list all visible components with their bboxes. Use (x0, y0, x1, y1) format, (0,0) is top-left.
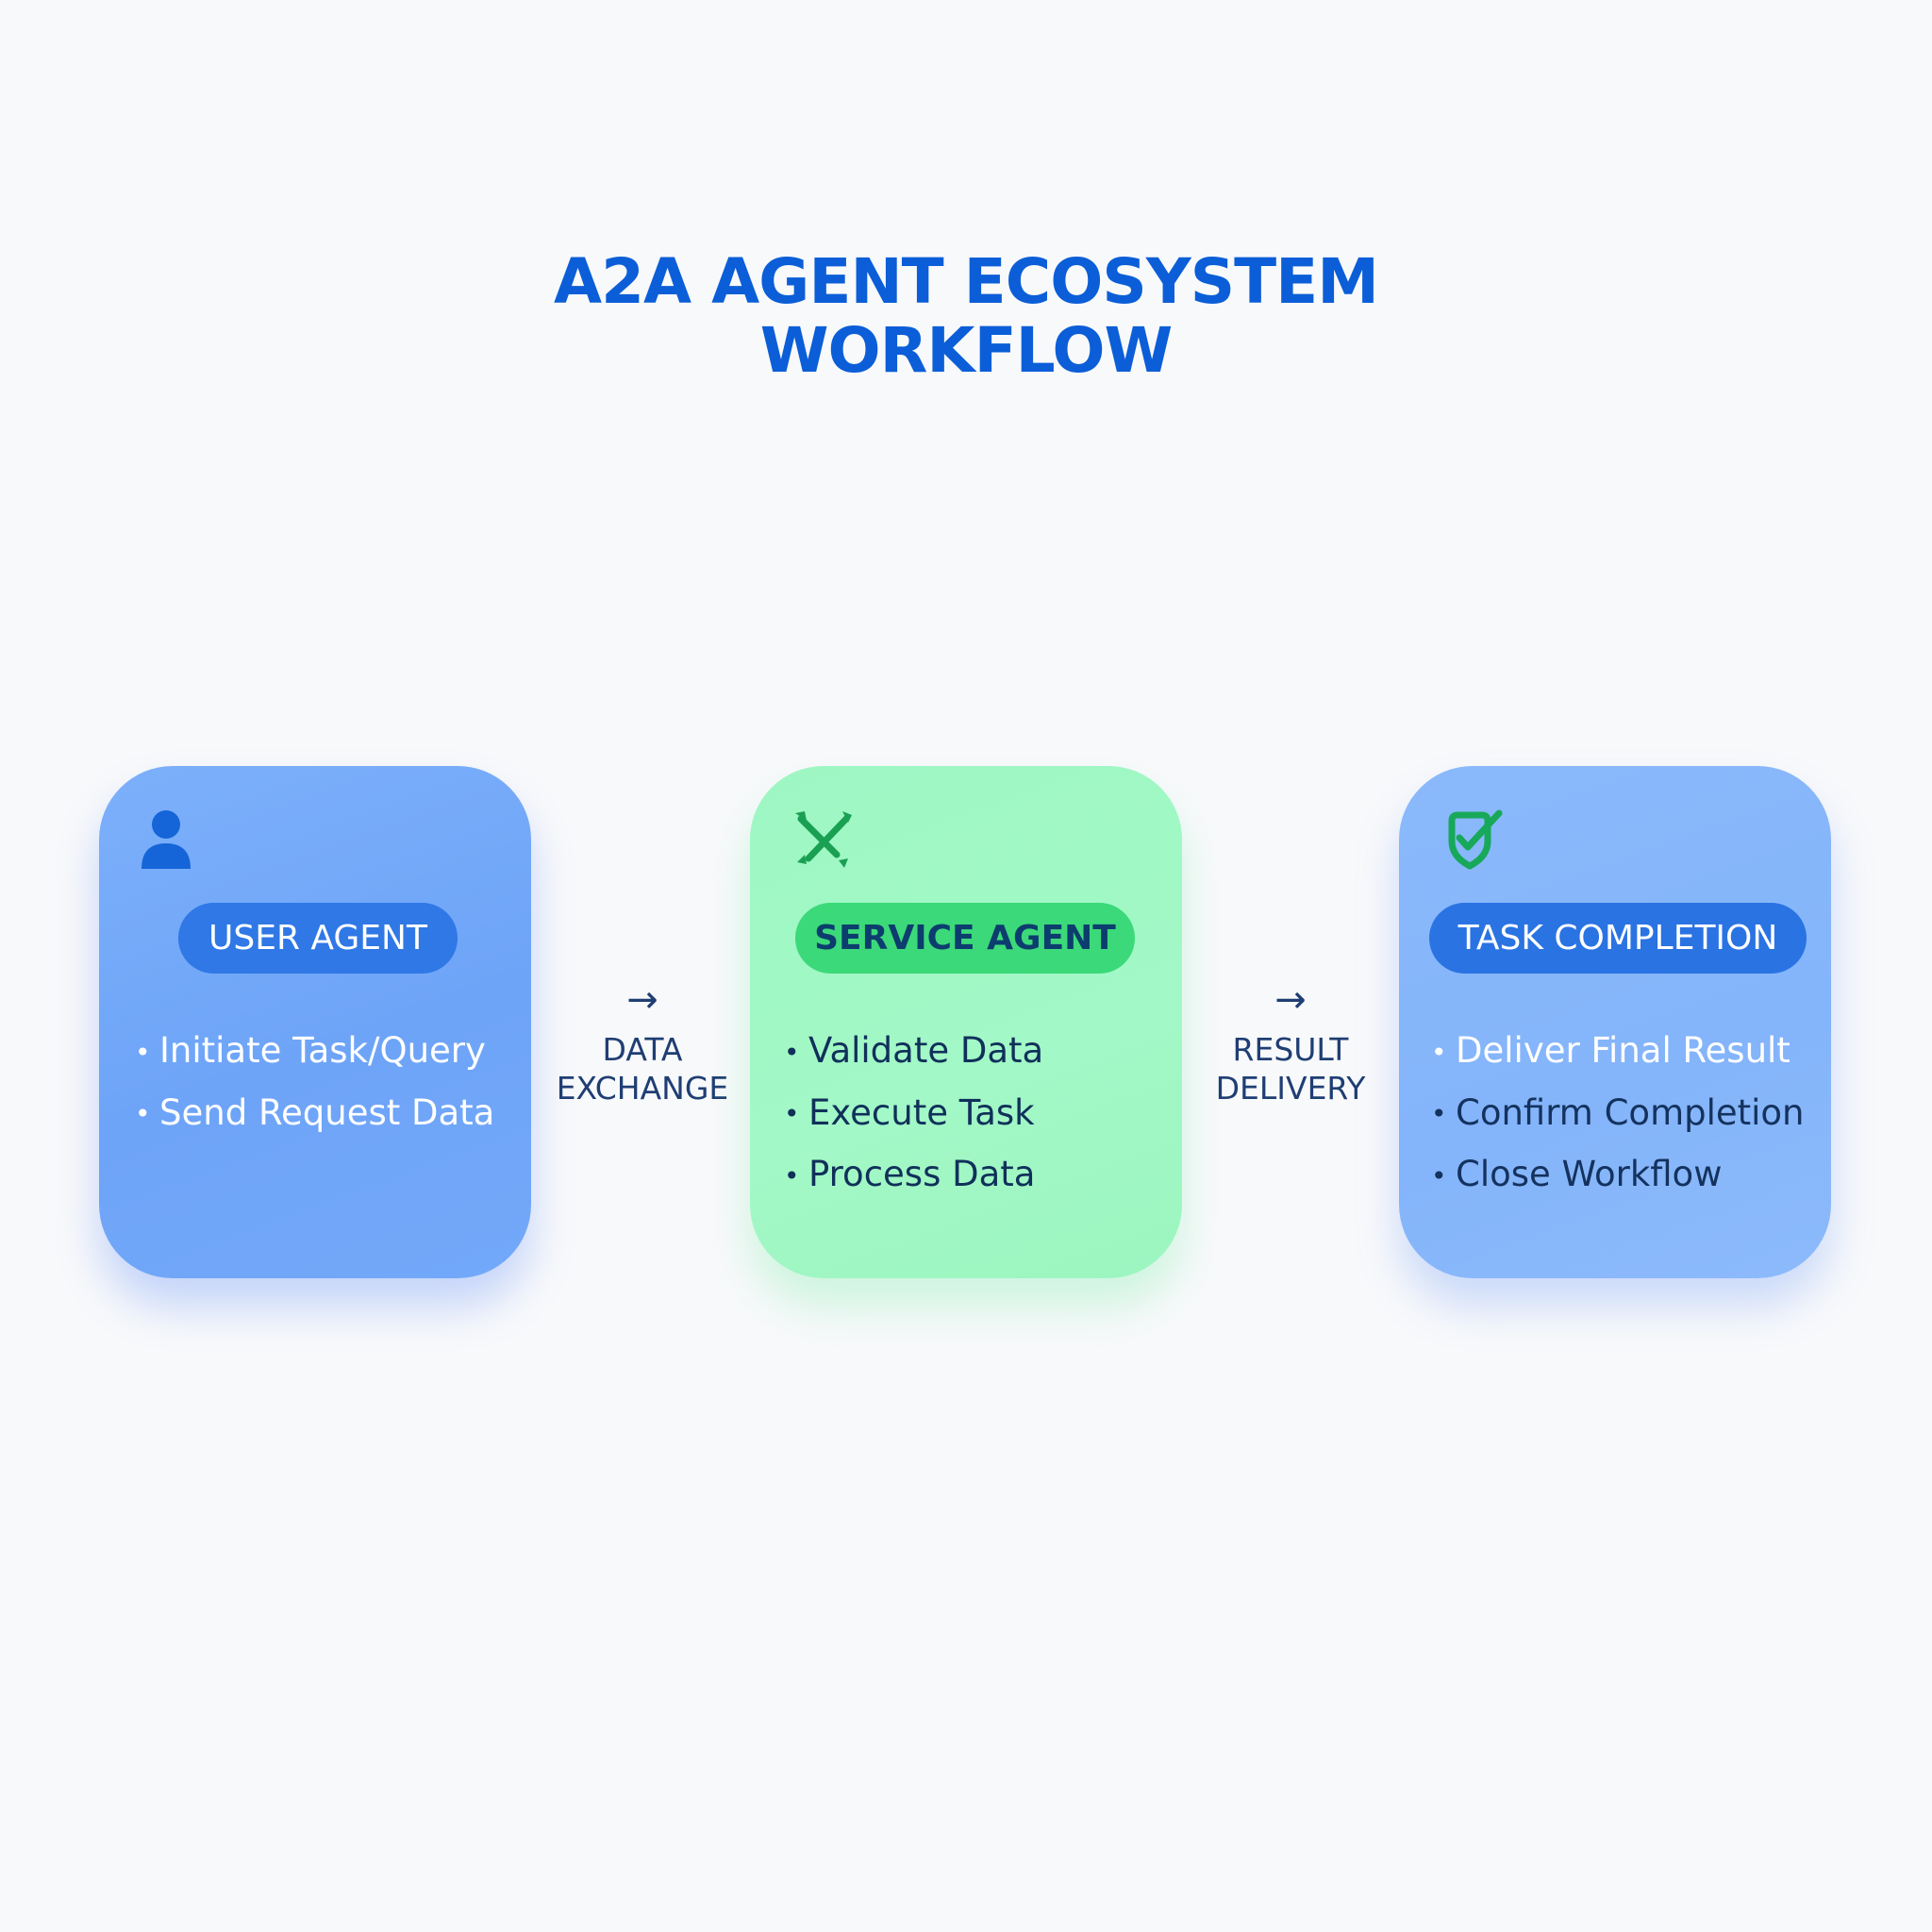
bullet-dot: • (784, 1098, 800, 1129)
result-delivery-connector: → RESULT DELIVERY (1191, 981, 1390, 1108)
title-line-1: A2A AGENT ECOSYSTEM (554, 245, 1379, 318)
shield-check-icon (1439, 806, 1507, 874)
list-item: •Confirm Completion (1431, 1083, 1805, 1145)
service-agent-label: SERVICE AGENT (795, 903, 1135, 974)
list-item: •Deliver Final Result (1431, 1021, 1805, 1083)
list-item: •Process Data (784, 1144, 1043, 1207)
list-item: •Send Request Data (135, 1083, 494, 1145)
title-line-2: WORKFLOW (759, 314, 1174, 387)
service-agent-card: SERVICE AGENT •Validate Data •Execute Ta… (750, 766, 1182, 1278)
service-agent-steps: •Validate Data •Execute Task •Process Da… (784, 1021, 1043, 1207)
bullet-dot: • (784, 1159, 800, 1191)
user-agent-card: USER AGENT •Initiate Task/Query •Send Re… (99, 766, 531, 1278)
arrow-right-icon: → (626, 978, 658, 1022)
result-delivery-label: RESULT DELIVERY (1215, 1031, 1366, 1107)
bullet-dot: • (135, 1036, 151, 1068)
user-agent-steps: •Initiate Task/Query •Send Request Data (135, 1021, 494, 1144)
bullet-dot: • (1431, 1098, 1447, 1129)
task-completion-steps: •Deliver Final Result •Confirm Completio… (1431, 1021, 1805, 1207)
bullet-dot: • (784, 1036, 800, 1068)
arrow-right-icon: → (1274, 978, 1307, 1022)
crossed-tools-icon (790, 806, 858, 874)
task-completion-label: TASK COMPLETION (1429, 903, 1807, 974)
user-agent-label: USER AGENT (178, 903, 458, 974)
bullet-dot: • (135, 1098, 151, 1129)
data-exchange-label: DATA EXCHANGE (556, 1031, 729, 1107)
list-item: •Close Workflow (1431, 1144, 1805, 1207)
person-icon (139, 806, 207, 874)
list-item: •Validate Data (784, 1021, 1043, 1083)
bullet-dot: • (1431, 1036, 1447, 1068)
diagram-title: A2A AGENT ECOSYSTEM WORKFLOW (0, 247, 1932, 385)
list-item: •Initiate Task/Query (135, 1021, 494, 1083)
data-exchange-connector: → DATA EXCHANGE (543, 981, 741, 1108)
task-completion-card: TASK COMPLETION •Deliver Final Result •C… (1399, 766, 1831, 1278)
list-item: •Execute Task (784, 1083, 1043, 1145)
bullet-dot: • (1431, 1159, 1447, 1191)
